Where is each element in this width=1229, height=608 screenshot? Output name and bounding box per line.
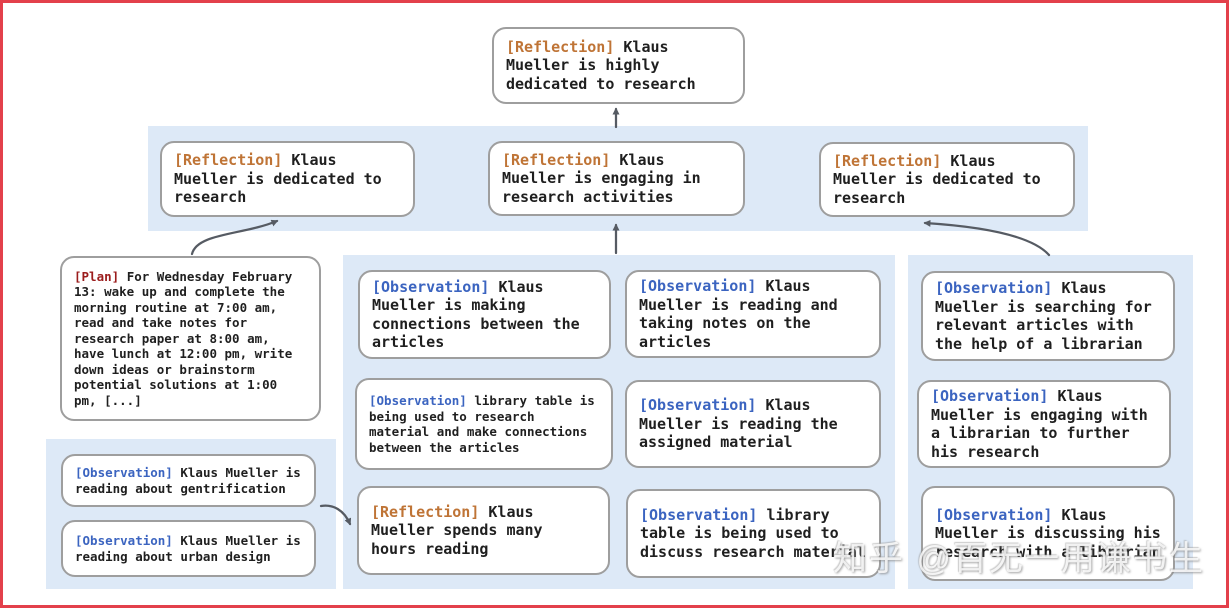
node-text: library table is being used to discuss r… (640, 505, 866, 561)
node-text: Klaus Mueller is reading the assigned ma… (639, 396, 838, 452)
reflection-tag: [Reflection] (371, 502, 480, 521)
reflection-tag: [Reflection] (174, 151, 283, 170)
node-text: Klaus Mueller is engaging in research ac… (502, 150, 701, 206)
plan-tag: [Plan] (74, 268, 120, 284)
observation-tag: [Observation] (639, 277, 757, 295)
node-observation-library-table-discuss: [Observation] library table is being use… (626, 489, 881, 578)
node-reflection-hours-reading: [Reflection] Klaus Mueller spends many h… (357, 486, 610, 575)
node-root-reflection: [Reflection] Klaus Mueller is highly ded… (492, 27, 745, 104)
node-observation-library-table-research: [Observation] library table is being use… (355, 378, 613, 470)
observation-tag: [Observation] (372, 277, 490, 296)
node-plan: [Plan] For Wednesday February 13: wake u… (60, 256, 321, 421)
observation-tag: [Observation] (75, 465, 173, 480)
node-text: Klaus Mueller is making connections betw… (372, 277, 580, 352)
observation-tag: [Observation] (935, 279, 1053, 297)
node-text: Klaus Mueller is dedicated to research (833, 151, 1041, 207)
node-text: library table is being used to research … (369, 393, 595, 455)
observation-tag: [Observation] (935, 505, 1053, 524)
node-text: Klaus Mueller is reading about gentrific… (75, 465, 301, 496)
node-reflection-right: [Reflection] Klaus Mueller is dedicated … (819, 142, 1075, 217)
node-observation-gentrification: [Observation] Klaus Mueller is reading a… (61, 454, 316, 507)
node-text: Klaus Mueller is highly dedicated to res… (506, 37, 696, 93)
reflection-tag: [Reflection] (506, 37, 615, 56)
observation-tag: [Observation] (639, 396, 757, 415)
reflection-tag: [Reflection] (502, 150, 611, 169)
node-observation-making-connections: [Observation] Klaus Mueller is making co… (358, 270, 611, 359)
node-text: Klaus Mueller is engaging with a librari… (931, 387, 1148, 461)
node-text: Klaus Mueller is dedicated to research (174, 151, 382, 207)
node-observation-discussing-research: [Observation] Klaus Mueller is discussin… (921, 486, 1175, 581)
node-observation-engaging-librarian: [Observation] Klaus Mueller is engaging … (917, 380, 1171, 468)
node-text: Klaus Mueller is reading and taking note… (639, 277, 838, 351)
observation-tag: [Observation] (640, 505, 758, 524)
node-reflection-center: [Reflection] Klaus Mueller is engaging i… (488, 141, 745, 216)
observation-tag: [Observation] (931, 387, 1049, 405)
node-observation-urban-design: [Observation] Klaus Mueller is reading a… (61, 520, 316, 577)
watermark: 知乎 @百无一用谦书生 (833, 540, 1205, 578)
observation-tag: [Observation] (369, 393, 467, 408)
node-text: Klaus Mueller is discussing his research… (935, 505, 1161, 561)
node-observation-taking-notes: [Observation] Klaus Mueller is reading a… (625, 270, 881, 358)
node-text: Klaus Mueller is searching for relevant … (935, 279, 1152, 353)
observation-tag: [Observation] (75, 533, 173, 548)
node-observation-searching-articles: [Observation] Klaus Mueller is searching… (921, 271, 1175, 361)
node-text: Klaus Mueller is reading about urban des… (75, 533, 301, 564)
node-text: Klaus Mueller spends many hours reading (371, 502, 543, 558)
reflection-tag: [Reflection] (833, 151, 942, 170)
node-text: For Wednesday February 13: wake up and c… (74, 268, 293, 408)
node-observation-assigned-material: [Observation] Klaus Mueller is reading t… (625, 380, 881, 468)
node-reflection-left: [Reflection] Klaus Mueller is dedicated … (160, 141, 415, 217)
